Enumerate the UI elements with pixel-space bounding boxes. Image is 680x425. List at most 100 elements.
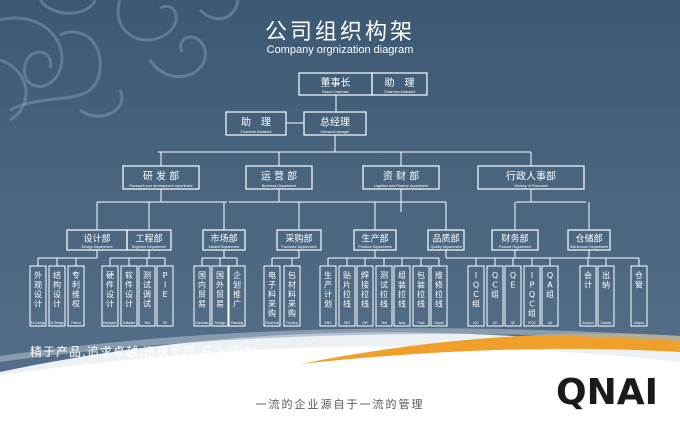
gm-node-label: 总经理 — [320, 115, 350, 128]
purchase-leaf-sublabel: Electronic — [265, 321, 279, 325]
design-leaf-sublabel: Patent — [71, 321, 80, 325]
accounts-dept-node-sublabel: Finance Department — [499, 245, 532, 249]
market-leaf-sublabel: Planning — [231, 321, 244, 325]
engineering-leaf-box — [156, 265, 174, 327]
purchase-leaf-sublabel: Packing — [286, 321, 298, 325]
production-leaf-sublabel: Pack — [417, 321, 424, 325]
design-dept-node-sublabel: Design Department — [82, 245, 113, 249]
warehouse-leaf-box — [630, 265, 648, 327]
production-dept-node-label: 生产部 — [361, 233, 388, 245]
purchase-leaf-label: 包材料采购 — [288, 270, 296, 318]
production-leaf-box — [430, 265, 448, 327]
design-leaf-box — [48, 265, 66, 327]
engineering-leaf-label: 软件设计 — [125, 270, 133, 309]
gm-node-sublabel: Gernaral manager — [320, 130, 350, 134]
engineering-leaf-box — [138, 265, 156, 327]
gray-swoosh — [0, 328, 680, 362]
warehouse-dept-node-sublabel: Warehouse Department — [570, 245, 608, 249]
engineering-leaf-box — [120, 265, 138, 327]
accounts-leaf-sublabel: Cashier — [601, 321, 613, 325]
design-leaf-label: 结构设计 — [53, 270, 61, 309]
production-leaf-label: 维修拉线 — [435, 270, 443, 309]
rd-node-sublabel: Research and development department — [129, 184, 192, 188]
purchase-leaf-box — [263, 265, 281, 327]
warehouse-dept-node-label: 仓储部 — [575, 233, 602, 245]
design-leaf-label: 外观设计 — [34, 270, 42, 309]
accounts-leaf-label: 会计 — [584, 270, 592, 290]
engineering-leaf-sublabel: Hardware — [103, 321, 117, 325]
gm-assistant-node-sublabel: Chairman Assistant — [241, 130, 272, 134]
page-title: 公司组织构架 — [264, 20, 415, 45]
production-leaf-box — [375, 265, 393, 327]
engineering-leaf-label: 硬件设计 — [106, 271, 114, 309]
quality-leaf-box — [504, 265, 522, 327]
quality-leaf-sublabel: QA — [548, 321, 553, 325]
ops-node-label: 运 营 部 — [261, 169, 297, 182]
quality-leaf-box — [541, 265, 559, 327]
gm-assistant-node-label: 助 理 — [241, 115, 271, 128]
market-dept-node-sublabel: Market Department — [209, 245, 240, 249]
engineering-leaf-label: 测试调试 — [143, 271, 151, 309]
production-leaf-label: 组装拉线 — [398, 270, 406, 309]
production-leaf-label: 包装拉线 — [417, 270, 425, 309]
engineering-dept-node-label: 工程部 — [135, 233, 162, 245]
design-leaf-box — [67, 265, 85, 327]
market-leaf-sublabel: Domestic — [195, 321, 209, 325]
production-leaf-box — [412, 265, 430, 327]
accounts-dept-node-label: 财务部 — [501, 233, 528, 245]
production-leaf-label: 贴片拉线 — [343, 270, 351, 309]
purchase-dept-node-label: 采购部 — [285, 233, 312, 245]
production-leaf-sublabel: Assy — [399, 321, 406, 325]
page-subtitle: Company orgnization diagram — [266, 44, 414, 56]
admin-node-label: 行政人事部 — [506, 169, 556, 182]
market-leaf-box — [228, 265, 246, 327]
quality-dept-node-sublabel: Quality Department — [431, 245, 462, 249]
accounts-leaf-box — [579, 265, 597, 327]
production-leaf-sublabel: Test — [381, 321, 387, 325]
design-leaf-label: 专利维权 — [72, 270, 80, 309]
production-leaf-sublabel: DIP — [362, 321, 367, 325]
orange-swoosh — [300, 333, 680, 364]
production-leaf-sublabel: PMC — [324, 321, 332, 325]
warehouse-leaf-label: 仓管 — [635, 270, 643, 290]
chairman-node-label: 董事长 — [321, 76, 351, 89]
warehouse-leaf-sublabel: Keeper — [634, 321, 645, 325]
accounts-leaf-label: 出纳 — [602, 270, 610, 290]
chairman-assistant-node-label: 助 理 — [385, 76, 415, 89]
quality-leaf-box — [523, 265, 541, 327]
quality-leaf-sublabel: QC — [493, 321, 498, 325]
finance-node-label: 资 财 部 — [383, 169, 419, 182]
production-leaf-box — [319, 265, 337, 327]
accounts-leaf-box — [597, 265, 615, 327]
production-leaf-box — [338, 265, 356, 327]
quality-dept-node-label: 品质部 — [432, 233, 459, 245]
ops-node-sublabel: Business Department — [262, 184, 296, 188]
chairman-node-sublabel: Board Chairman — [322, 90, 348, 94]
production-leaf-label: 焊接拉线 — [361, 270, 369, 309]
admin-node-sublabel: Ministry of Personnel — [514, 184, 548, 188]
production-leaf-label: 生产计划 — [324, 270, 332, 309]
production-leaf-sublabel: SMT — [344, 321, 351, 325]
market-leaf-sublabel: Foreign — [215, 321, 226, 325]
market-leaf-label: 国内贸易 — [198, 271, 206, 309]
market-leaf-box — [211, 265, 229, 327]
quality-leaf-sublabel: QE — [511, 321, 516, 325]
purchase-dept-node-sublabel: Purchase Department — [282, 245, 317, 249]
slogan: 精于产品,追求卓越,迅速反应,马上行动! — [30, 345, 259, 359]
engineering-dept-node-sublabel: Engineer Department — [132, 245, 166, 249]
engineering-leaf-sublabel: Test — [144, 321, 150, 325]
design-dept-node-label: 设计部 — [83, 233, 110, 245]
white-band — [0, 346, 680, 425]
floral-ornament-icon — [0, 0, 240, 122]
market-dept-node-label: 市场部 — [210, 233, 237, 245]
production-dept-node-sublabel: Produce Department — [358, 245, 391, 249]
purchase-leaf-box — [283, 265, 301, 327]
company-logo: QNAI — [556, 372, 658, 413]
